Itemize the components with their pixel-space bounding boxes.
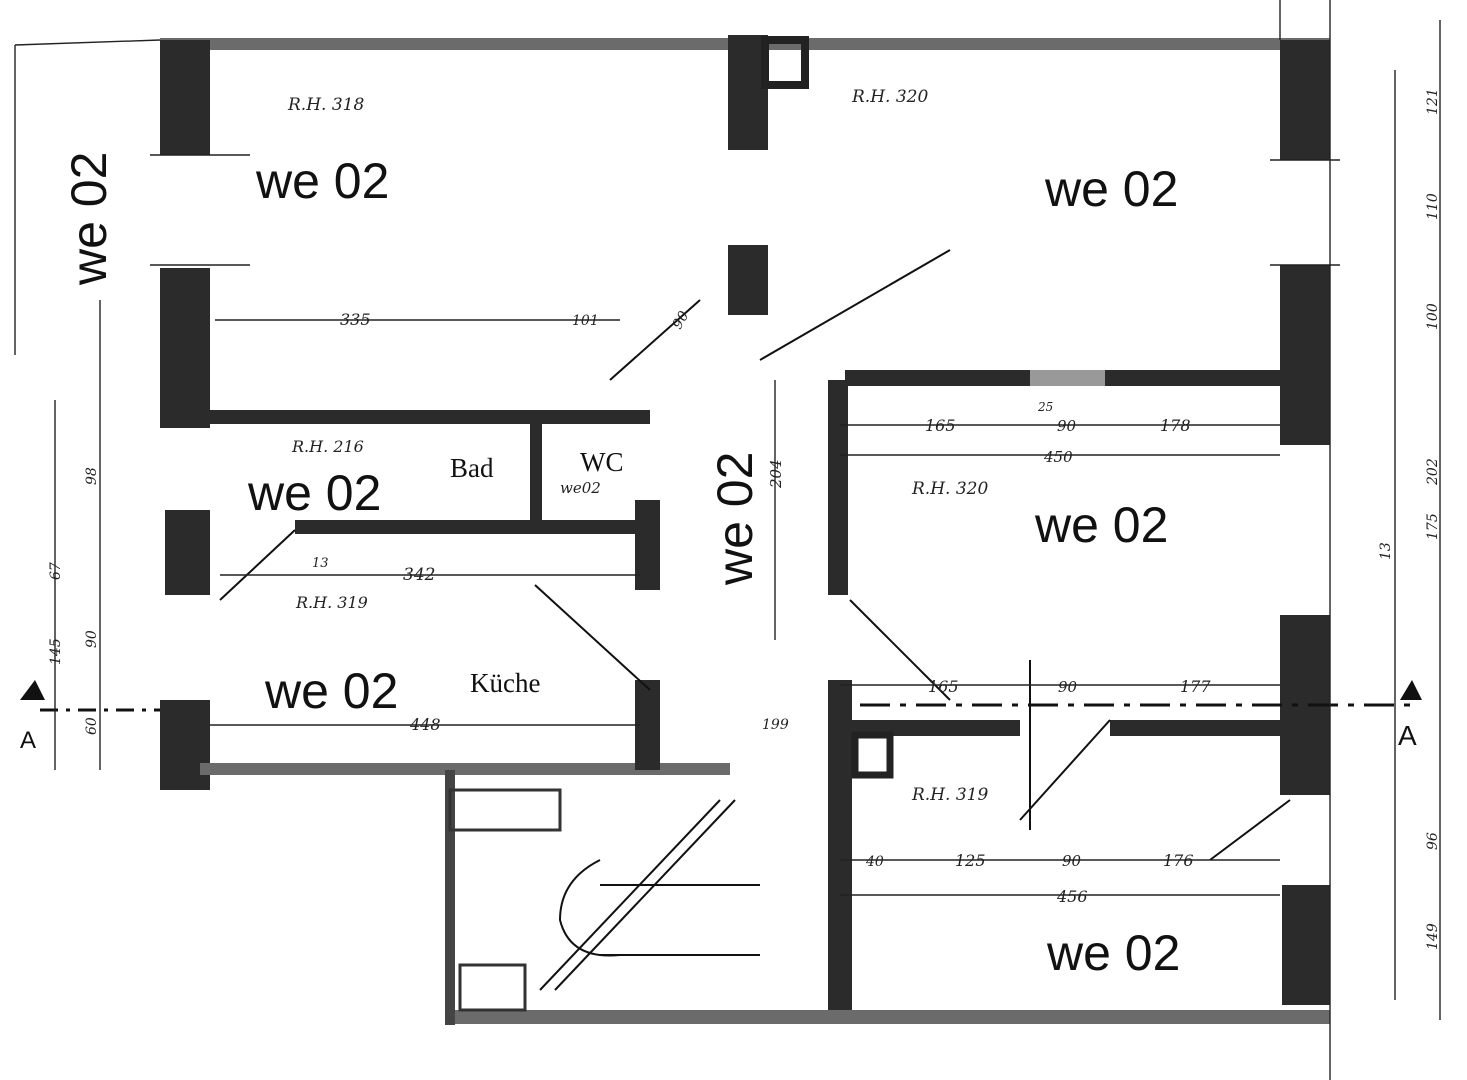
room-number-top-right: R.H. 320 xyxy=(851,87,928,107)
dim-mid-right-b: 90 xyxy=(1057,417,1077,435)
dim-lower-right-b: 90 xyxy=(1058,678,1078,696)
dim-top-left-width: 335 xyxy=(340,310,371,329)
room-number-bath: R.H. 216 xyxy=(291,437,364,456)
unit-label-hall: we 02 xyxy=(707,452,763,586)
dim-left-col-5: 60 xyxy=(84,717,100,735)
dim-kitchen-bottom: 448 xyxy=(409,715,441,734)
dim-right-col-8: 149 xyxy=(1425,923,1441,950)
dim-right-col-5: 175 xyxy=(1425,513,1441,540)
dim-kitchen-width: 342 xyxy=(403,565,435,585)
room-number-kitchen: R.H. 319 xyxy=(295,593,368,612)
dim-mid-right-a: 165 xyxy=(925,416,956,435)
dim-bottom-right-total: 456 xyxy=(1056,887,1088,906)
unit-label-bath: we 02 xyxy=(247,465,381,521)
room-number-middle-right: R.H. 320 xyxy=(911,479,988,499)
dim-lower-right-a: 165 xyxy=(928,677,959,696)
dim-bottom-right-a: 125 xyxy=(955,851,986,870)
dim-left-col-1: 90 xyxy=(84,630,100,648)
dim-mid-right-total: 450 xyxy=(1043,448,1073,466)
unit-label-left-margin: we 02 xyxy=(61,152,117,286)
dim-right-col-1: 121 xyxy=(1425,88,1441,115)
dim-wall-13: 13 xyxy=(312,556,329,571)
dim-bottom-right-left: 40 xyxy=(865,854,884,870)
construction-lines xyxy=(219,249,1291,991)
room-name-bath: Bad xyxy=(450,453,494,483)
dim-top-left-door: 101 xyxy=(572,313,599,329)
room-number-top-left: R.H. 318 xyxy=(287,95,364,115)
section-marker-right: A xyxy=(1398,720,1417,751)
dimension-lines xyxy=(14,0,1441,1080)
dim-wall-25: 25 xyxy=(1037,400,1053,414)
unit-label-kitchen: we 02 xyxy=(264,663,398,719)
dim-right-col-3: 100 xyxy=(1425,303,1441,330)
dim-right-col-2: 110 xyxy=(1425,193,1441,220)
unit-label-middle-right: we 02 xyxy=(1034,497,1168,553)
dim-hall-width: 204 xyxy=(767,459,785,489)
unit-label-top-right: we 02 xyxy=(1044,161,1178,217)
wc-unit-note: we02 xyxy=(560,479,601,497)
dim-right-col-7: 96 xyxy=(1425,832,1441,850)
unit-label-bottom-right: we 02 xyxy=(1046,925,1180,981)
dim-bottom-right-b: 90 xyxy=(1062,852,1082,870)
room-name-kitchen: Küche xyxy=(470,668,540,698)
dim-left-col-4: 145 xyxy=(48,638,64,665)
section-line xyxy=(20,680,1422,712)
section-marker-left: A xyxy=(20,727,36,754)
dim-right-col-6: 13 xyxy=(1378,542,1394,560)
walls xyxy=(160,35,1330,1025)
dim-bottom-right-c: 176 xyxy=(1163,851,1194,870)
dim-left-col-3: 67 xyxy=(48,562,64,580)
dim-hall-199: 199 xyxy=(762,717,789,733)
unit-label-top-left: we 02 xyxy=(255,153,389,209)
dim-mid-right-c: 178 xyxy=(1160,416,1191,435)
room-number-bottom-right: R.H. 319 xyxy=(911,785,988,805)
dim-right-col-4: 202 xyxy=(1425,458,1441,486)
room-name-wc: WC xyxy=(580,447,624,477)
dim-wall-90: 90 xyxy=(670,308,693,332)
dim-lower-right-c: 177 xyxy=(1180,677,1211,696)
dim-left-col-2: 98 xyxy=(84,467,100,485)
